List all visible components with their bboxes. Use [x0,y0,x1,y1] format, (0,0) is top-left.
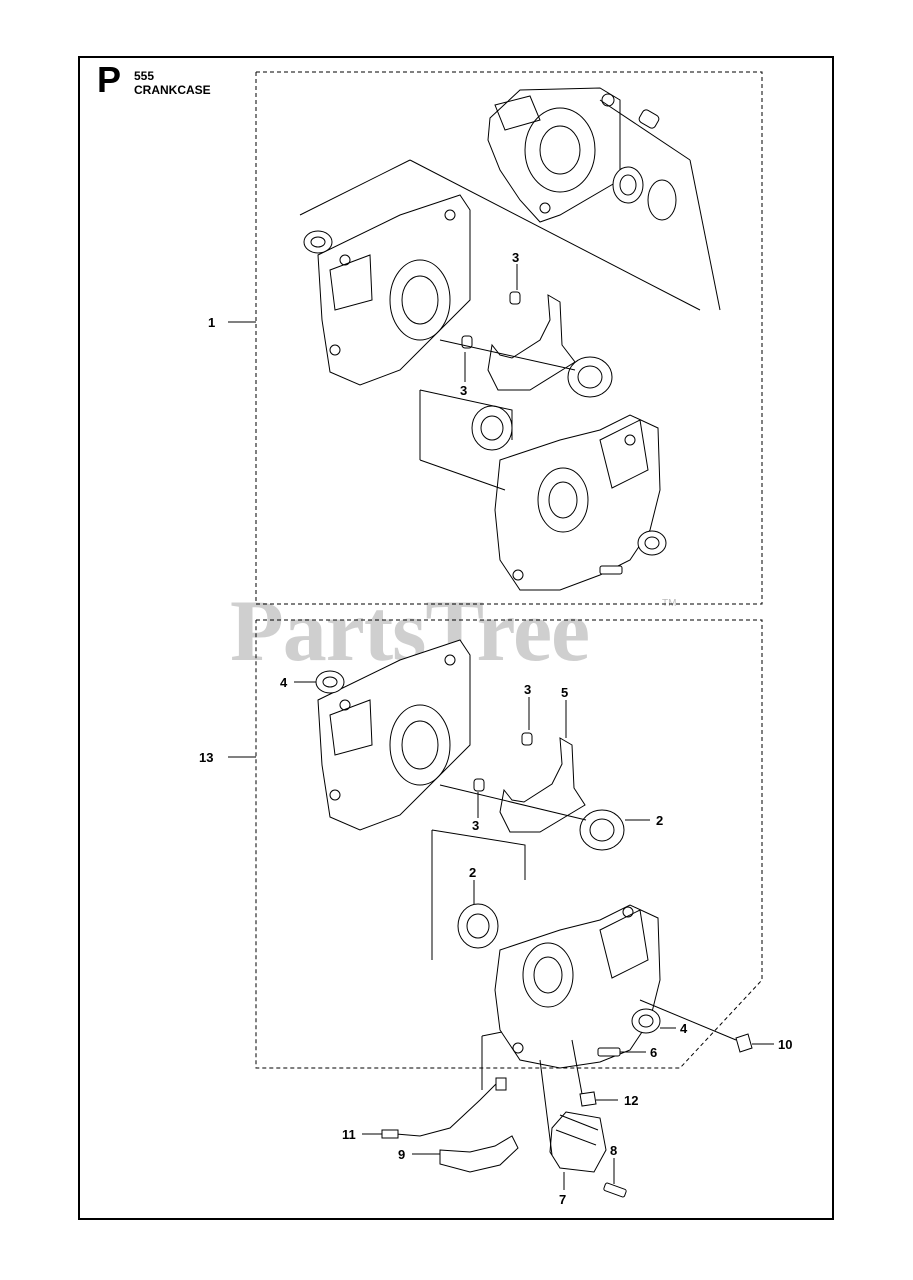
gasket-13 [499,737,586,833]
group-box-1 [255,71,763,605]
pin-13b [473,778,485,792]
callout-9: 9 [398,1147,405,1162]
crankcase-half-left-13 [317,639,471,831]
seal-right-1 [637,530,667,556]
callout-5: 5 [561,685,568,700]
page-letter: P [97,59,122,100]
seal-left-13 [315,670,345,694]
callout-12: 12 [624,1093,638,1108]
callout-3: 3 [524,682,531,697]
bearing-13a [579,809,625,851]
callout-2: 2 [656,813,663,828]
bracket-9 [439,1135,519,1173]
seal-upper-right [612,166,644,204]
callout-7: 7 [559,1192,566,1207]
callout-1: 1 [208,315,215,330]
pin-1a [509,291,521,305]
screw-8 [603,1182,627,1198]
screw-6 [597,1047,621,1057]
bearing-1b [471,405,513,451]
pin-upper-right [638,109,660,129]
screw-1 [599,565,623,575]
plug-10 [735,1033,753,1053]
callout-10: 10 [778,1037,792,1052]
callout-3: 3 [512,250,519,265]
model-number: 555 [134,69,155,83]
page-frame [78,56,834,1220]
gasket-1 [487,294,576,391]
seal-left-1 [303,230,333,254]
seal-right-13 [631,1008,661,1034]
callout-2: 2 [469,865,476,880]
callout-13: 13 [199,750,213,765]
callout-4: 4 [680,1021,688,1036]
bearing-13b [457,903,499,949]
section-title: CRANKCASE [134,83,211,97]
crankcase-cover-upper [487,87,621,223]
callout-3: 3 [472,818,479,833]
wire-11 [395,1083,497,1137]
crankcase-half-right-1 [494,414,661,591]
cover-plate-7 [549,1111,607,1173]
fitting-12 [579,1091,597,1107]
pin-13a [521,732,533,746]
crankcase-half-left-1 [317,194,471,386]
group-box-13 [255,619,763,1069]
callout-11: 11 [342,1127,356,1142]
crankcase-half-right-13 [494,904,661,1069]
bearing-1a [567,356,613,398]
callout-3: 3 [460,383,467,398]
callout-4: 4 [280,675,288,690]
callout-8: 8 [610,1143,617,1158]
circlip-upper-right [647,179,677,221]
callout-6: 6 [650,1045,657,1060]
